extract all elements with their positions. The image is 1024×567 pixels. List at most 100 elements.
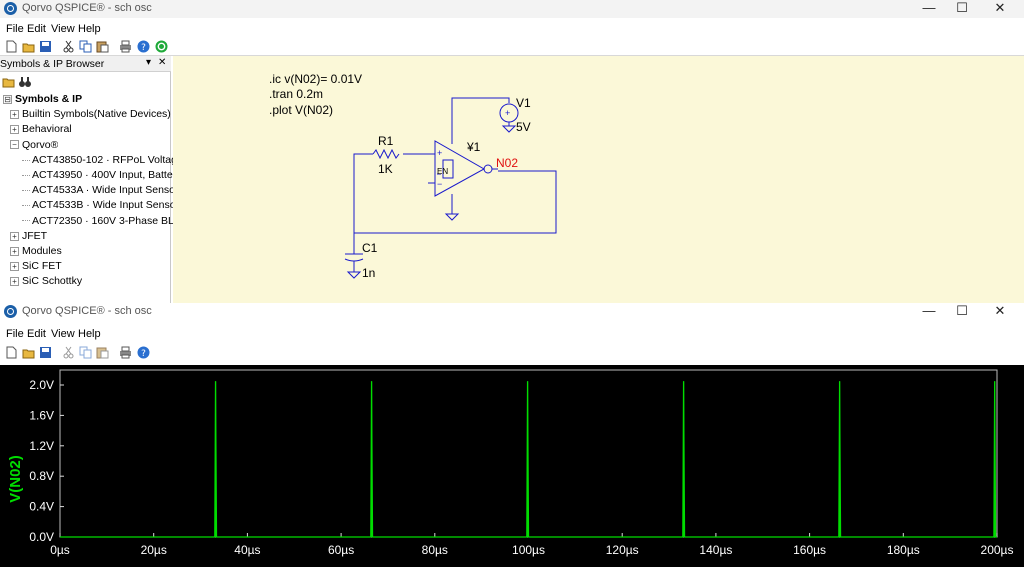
v1-value[interactable]: 5V [516,120,531,134]
browser-header: Symbols & IP Browser ▾ ✕ [0,56,171,72]
svg-text:?: ? [141,43,146,53]
qspice-app-icon [4,2,17,15]
qspice-app-icon [4,305,17,318]
menu-file[interactable]: File [6,23,24,35]
minimize-button[interactable]: — [922,303,936,318]
tree-node[interactable]: ACT43950 · 400V Input, Battery/ [22,169,184,183]
menu-edit[interactable]: Edit [27,328,46,340]
tree-node-label: Modules [22,245,62,257]
schematic-wires [344,97,557,279]
menu-bar: File Edit View Help [0,325,1024,343]
tree-node[interactable]: ACT72350 · 160V 3-Phase BLDC/ [22,215,192,229]
x-tick-label: 0µs [50,543,70,557]
title-bar[interactable]: Qorvo QSPICE® - sch osc — ☐ ✕ [0,303,1024,321]
run-icon[interactable] [155,40,168,53]
en-pin-label: EN [437,167,448,176]
expand-icon[interactable]: + [10,261,19,271]
x-tick-label: 80µs [422,543,448,557]
spice-directive-ic[interactable]: .ic v(N02)= 0.01V [269,72,362,86]
tree-node[interactable]: +SiC Schottky [10,275,82,289]
open-folder-icon[interactable] [22,40,35,53]
maximize-button[interactable]: ☐ [956,0,968,15]
c1-value[interactable]: 1n [362,266,375,280]
u1-name[interactable]: ¥1 [466,140,481,154]
browser-tools [0,73,171,91]
help-icon[interactable]: ? [137,40,150,53]
tree-node[interactable]: +Modules [10,245,62,259]
net-label-n02[interactable]: N02 [496,156,518,170]
tree-connector [22,220,30,222]
expand-icon[interactable]: + [10,231,19,241]
expand-icon[interactable]: + [10,277,19,287]
save-icon[interactable] [39,40,52,53]
paste-icon[interactable] [96,346,109,359]
tree-connector [22,174,30,176]
copy-icon[interactable] [79,346,92,359]
help-icon[interactable]: ? [137,346,150,359]
tree-connector [22,159,30,161]
menu-view[interactable]: View [51,23,75,35]
capacitor-c1 [344,258,364,262]
y-axis-label: V(N02) [7,455,24,503]
toolbar: ? [0,38,1024,56]
menu-file[interactable]: File [6,328,24,340]
window-title: Qorvo QSPICE® - sch osc [22,2,152,14]
minimize-button[interactable]: — [922,0,936,15]
tree-node[interactable]: ACT4533A · Wide Input Sensorle [22,184,187,198]
tree-connector [22,189,30,191]
tree-node-label: ACT43950 · 400V Input, Battery/ [32,169,185,181]
menu-view[interactable]: View [51,328,75,340]
expand-icon[interactable]: + [10,109,19,119]
expand-icon[interactable]: + [10,246,19,256]
print-icon[interactable] [119,346,132,359]
r1-value[interactable]: 1K [378,162,393,176]
copy-icon[interactable] [79,40,92,53]
spice-directive-plot[interactable]: .plot V(N02) [269,103,333,117]
new-file-icon[interactable] [5,346,18,359]
y-tick-label: 1.2V [29,439,54,453]
tree-node[interactable]: ACT43850-102 · RFPoL Voltage R [22,154,193,168]
tree-node[interactable]: +Behavioral [10,123,72,137]
v-n02-trace[interactable] [60,381,997,538]
svg-text:−: − [437,179,442,189]
print-icon[interactable] [119,40,132,53]
tree-node[interactable]: +JFET [10,230,47,244]
r1-name[interactable]: R1 [378,134,394,148]
expand-icon[interactable]: + [10,125,19,135]
cut-icon[interactable] [62,346,75,359]
menu-help[interactable]: Help [78,23,101,35]
c1-name[interactable]: C1 [362,241,378,255]
x-tick-label: 120µs [606,543,639,557]
x-tick-label: 180µs [887,543,920,557]
pin-dropdown-icon[interactable]: ▾ [146,57,152,68]
save-icon[interactable] [39,346,52,359]
title-bar[interactable]: Qorvo QSPICE® - sch osc — ☐ ✕ [0,0,1024,18]
new-file-icon[interactable] [5,40,18,53]
open-folder-icon[interactable] [2,76,15,88]
tree-node[interactable]: −Qorvo® [10,139,58,153]
open-folder-icon[interactable] [22,346,35,359]
tree-node-label: Behavioral [22,123,72,136]
menu-edit[interactable]: Edit [27,23,46,35]
close-button[interactable]: ✕ [994,0,1006,15]
collapse-icon[interactable]: − [10,140,19,150]
tree-node[interactable]: ACT4533B · Wide Input Sensorle [22,199,187,213]
collapse-icon[interactable]: ⊟ [3,94,12,104]
browser-close-icon[interactable]: ✕ [158,57,167,68]
resistor-r1 [372,148,400,160]
maximize-button[interactable]: ☐ [956,303,968,318]
schematic-canvas[interactable]: .ic v(N02)= 0.01V .tran 0.2m .plot V(N02… [173,56,1024,303]
paste-icon[interactable] [96,40,109,53]
tree-node[interactable]: ⊟Symbols & IP [3,93,82,107]
v1-name[interactable]: V1 [516,96,531,110]
close-button[interactable]: ✕ [994,303,1006,318]
menu-help[interactable]: Help [78,328,101,340]
tree-node-label: Symbols & IP [15,93,83,105]
tree-node[interactable]: +Builtin Symbols(Native Devices) [10,108,171,122]
tree-node[interactable]: +SiC FET [10,260,62,274]
spice-directive-tran[interactable]: .tran 0.2m [269,87,323,101]
x-tick-label: 140µs [699,543,732,557]
cut-icon[interactable] [62,40,75,53]
binoculars-icon[interactable] [18,76,32,88]
